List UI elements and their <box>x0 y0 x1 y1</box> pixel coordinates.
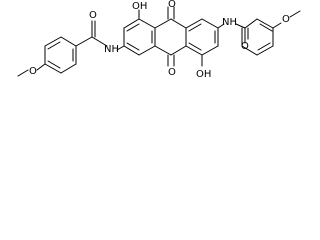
top-hydroxyl: OH <box>132 1 147 12</box>
anthraquinone-core <box>116 6 225 67</box>
chemical-structure-diagram: O O NH OH <box>17 0 301 80</box>
bottom-hydroxyl: OH <box>196 69 211 80</box>
top-quinone-oxygen: O <box>168 0 176 10</box>
right-amide-oxygen: O <box>241 41 249 52</box>
left-amide-oxygen: O <box>89 10 97 21</box>
left-amide-nh: NH <box>104 44 119 55</box>
left-methoxy-oxygen: O <box>29 66 37 77</box>
right-methoxy-oxygen: O <box>282 14 290 25</box>
bottom-quinone-oxygen: O <box>168 67 176 78</box>
right-methoxybenzoyl-group <box>235 10 301 56</box>
left-methoxybenzoyl-group <box>17 20 108 77</box>
right-amide-nh: NH <box>222 17 237 28</box>
